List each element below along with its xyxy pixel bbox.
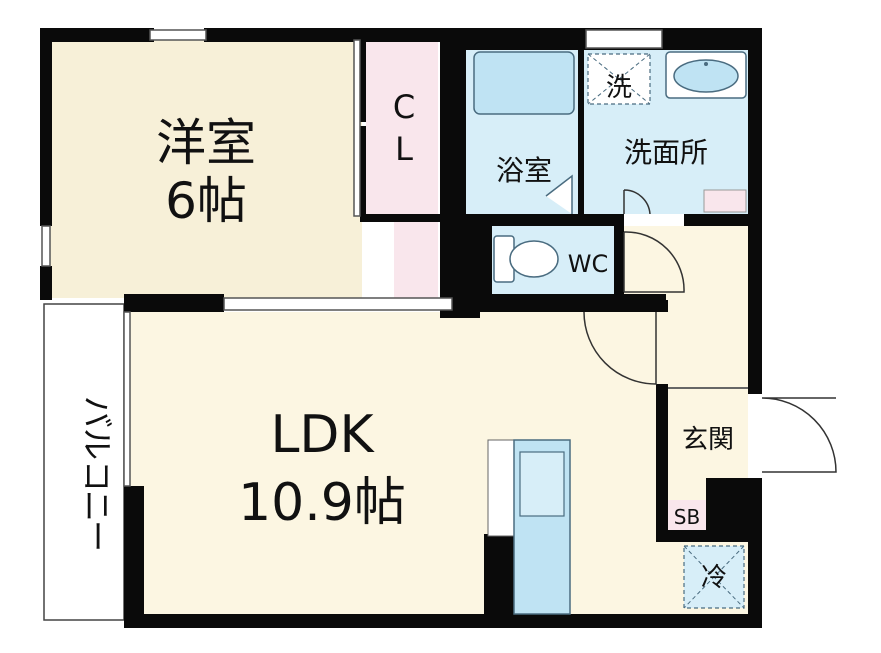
door-swing-icon <box>583 189 837 473</box>
svg-text:ル: ル <box>78 428 116 460</box>
closet-lower-floor <box>394 222 438 306</box>
closet-floor <box>366 40 438 216</box>
western-room-floor <box>50 40 362 298</box>
kitchen-counter <box>487 439 571 615</box>
bath-label: 浴室 <box>496 154 552 187</box>
svg-text:バ: バ <box>78 396 116 428</box>
windows <box>41 29 663 487</box>
closet-label-line2: L <box>395 130 413 168</box>
bath-step-icon <box>545 174 573 214</box>
bathtub-icon <box>473 51 575 115</box>
washroom-cabinet <box>703 189 747 213</box>
western-room-size: 6帖 <box>165 172 247 230</box>
entrance-label: 玄関 <box>682 425 734 455</box>
svg-text:ニ: ニ <box>78 490 116 522</box>
fridge-label: 冷 <box>701 563 727 593</box>
walls <box>40 28 762 628</box>
svg-text:コ: コ <box>78 460 116 492</box>
washroom-label: 洗面所 <box>624 136 708 169</box>
entrance-floor <box>668 398 748 478</box>
svg-text:ー: ー <box>78 520 116 552</box>
closet-label-line1: C <box>393 88 415 126</box>
shoebox-label: SB <box>674 505 700 529</box>
sink-icon <box>665 51 747 99</box>
balcony-label: バ ル コ ニ ー <box>78 396 116 552</box>
ldk-size: 10.9帖 <box>238 473 406 533</box>
shoebox-floor <box>668 500 708 530</box>
western-room-name: 洋室 <box>156 114 256 172</box>
wc-label: WC <box>568 250 609 278</box>
toilet-icon <box>493 235 559 283</box>
ldk-floor <box>130 312 660 616</box>
laundry-label: 洗 <box>606 73 632 103</box>
ldk-name: LDK <box>270 405 375 465</box>
balcony-floor <box>43 303 125 621</box>
